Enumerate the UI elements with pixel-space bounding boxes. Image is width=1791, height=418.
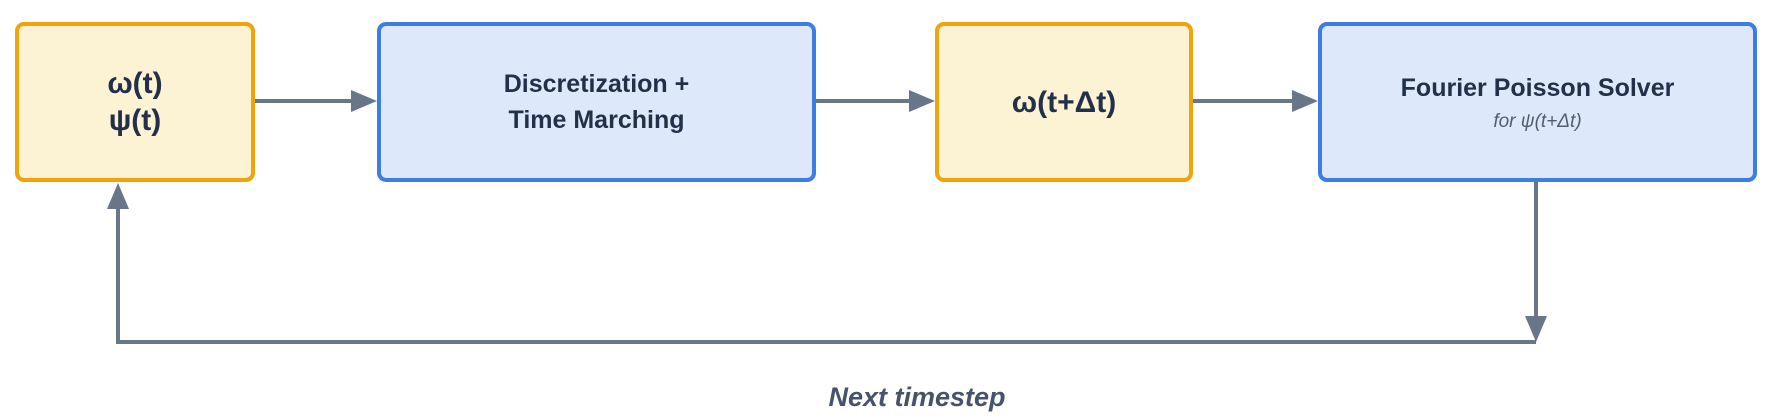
node-text-line: ω(t) xyxy=(107,67,163,100)
edge-solver-down xyxy=(1525,182,1547,342)
node-title: Fourier Poisson Solver xyxy=(1400,73,1675,102)
arrowhead-down-icon xyxy=(1525,316,1547,342)
edge-line xyxy=(116,208,1536,344)
node-text-line: Time Marching xyxy=(508,106,685,134)
arrowhead-right-icon xyxy=(1292,90,1318,112)
edge-state-to-discretization xyxy=(255,90,377,112)
node-text-line: ω(t+Δt) xyxy=(1011,85,1117,119)
edge-loop-back-to-state xyxy=(107,183,1536,344)
arrowhead-up-icon xyxy=(107,183,129,209)
node-poisson-solver: Fourier Poisson Solver for ψ(t+Δt) xyxy=(1318,22,1757,182)
arrowhead-right-icon xyxy=(909,90,935,112)
arrowhead-right-icon xyxy=(351,90,377,112)
node-text-line: Discretization + xyxy=(503,70,690,98)
node-state-next: ω(t+Δt) xyxy=(935,22,1193,182)
edge-discretization-to-state-next xyxy=(816,90,935,112)
edge-state-next-to-solver xyxy=(1193,90,1318,112)
node-discretization: Discretization + Time Marching xyxy=(377,22,816,182)
node-text-line: ψ(t) xyxy=(108,104,162,137)
node-state-t: ω(t) ψ(t) xyxy=(15,22,255,182)
edge-label-next-timestep: Next timestep xyxy=(828,382,1006,412)
node-subtitle: for ψ(t+Δt) xyxy=(1493,110,1582,132)
